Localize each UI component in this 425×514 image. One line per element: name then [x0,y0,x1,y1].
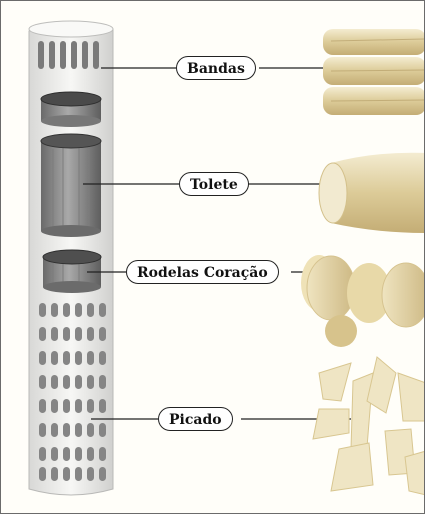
picado-photo [313,357,425,495]
label-bandas: Bandas [176,56,256,80]
tolete-photo [319,153,425,233]
rodelas-photo [301,255,425,347]
label-rodelas-coracao: Rodelas Coração [126,260,279,284]
tolete-cylinder [41,134,101,237]
connector-lines [83,68,351,419]
label-tolete: Tolete [179,172,249,196]
bandas-photo [323,29,425,115]
label-picado: Picado [158,407,233,431]
slot-template-mask [37,1,109,19]
small-cylinder [41,92,101,127]
